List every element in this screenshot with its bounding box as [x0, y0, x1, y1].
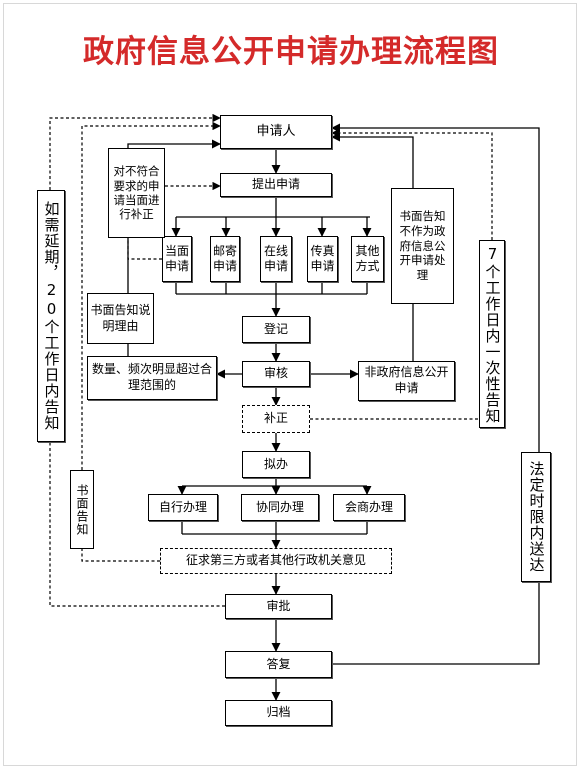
draft-box: 拟办	[242, 451, 310, 478]
written-reason-box: 书面告知说明理由	[87, 293, 154, 344]
review-box: 审核	[242, 361, 310, 387]
handling-self-box: 自行办理	[148, 494, 218, 521]
approve-box: 审批	[225, 594, 332, 619]
handling-consult-box: 会商办理	[333, 494, 405, 521]
arrow-written-to-applicant	[81, 121, 221, 470]
method-in-person-box: 当面申请	[162, 236, 192, 282]
not-public-notice-box: 书面告知不作为政府信息公开申请处理	[391, 188, 454, 304]
page-title: 政府信息公开申请办理流程图	[83, 34, 499, 70]
reply-box: 答复	[225, 651, 332, 678]
arrow-extension-to-applicant	[49, 113, 221, 190]
written-notice-text: 书面告知	[75, 483, 89, 536]
excessive-requests-box: 数量、频次明显超过合理范围的	[87, 356, 217, 400]
correct-box: 补正	[242, 405, 310, 433]
handling-joint-box: 协同办理	[241, 494, 319, 521]
line-reply-to-statutory	[332, 582, 540, 665]
seven-day-notice-box: 7个工作日内一次性告知	[479, 240, 505, 428]
method-mail-box: 邮寄申请	[210, 236, 240, 282]
statutory-deadline-box: 法定时限内送达	[521, 452, 551, 582]
extension-note-text: 如需延期，20个工作日内告知	[42, 201, 61, 431]
applicant-box: 申请人	[220, 115, 332, 149]
noncompliant-note-box: 对不符合要求的申请当面进行补正	[108, 148, 165, 238]
statutory-deadline-text: 法定时限内送达	[527, 461, 546, 573]
archive-box: 归档	[225, 700, 332, 726]
arrow-statutory-to-applicant	[331, 123, 540, 452]
method-other-box: 其他方式	[351, 236, 384, 282]
extension-note-box: 如需延期，20个工作日内告知	[37, 190, 65, 442]
method-fax-box: 传真申请	[307, 236, 338, 282]
arrow-writtennotice-to-applicant	[331, 132, 414, 188]
register-box: 登记	[242, 316, 310, 343]
not-public-info-box: 非政府信息公开申请	[358, 361, 455, 401]
seven-day-notice-text: 7个工作日内一次性告知	[483, 244, 502, 424]
page-frame	[3, 3, 577, 766]
dash-consult-to-written	[81, 549, 160, 562]
method-online-box: 在线申请	[260, 236, 292, 282]
written-notice-box: 书面告知	[70, 470, 94, 549]
third-party-opinion-box: 征求第三方或者其他行政机关意见	[160, 548, 392, 574]
submit-application-box: 提出申请	[220, 173, 332, 197]
arrow-7day-to-applicant	[331, 128, 493, 240]
dash-method1-to-note	[127, 238, 162, 260]
